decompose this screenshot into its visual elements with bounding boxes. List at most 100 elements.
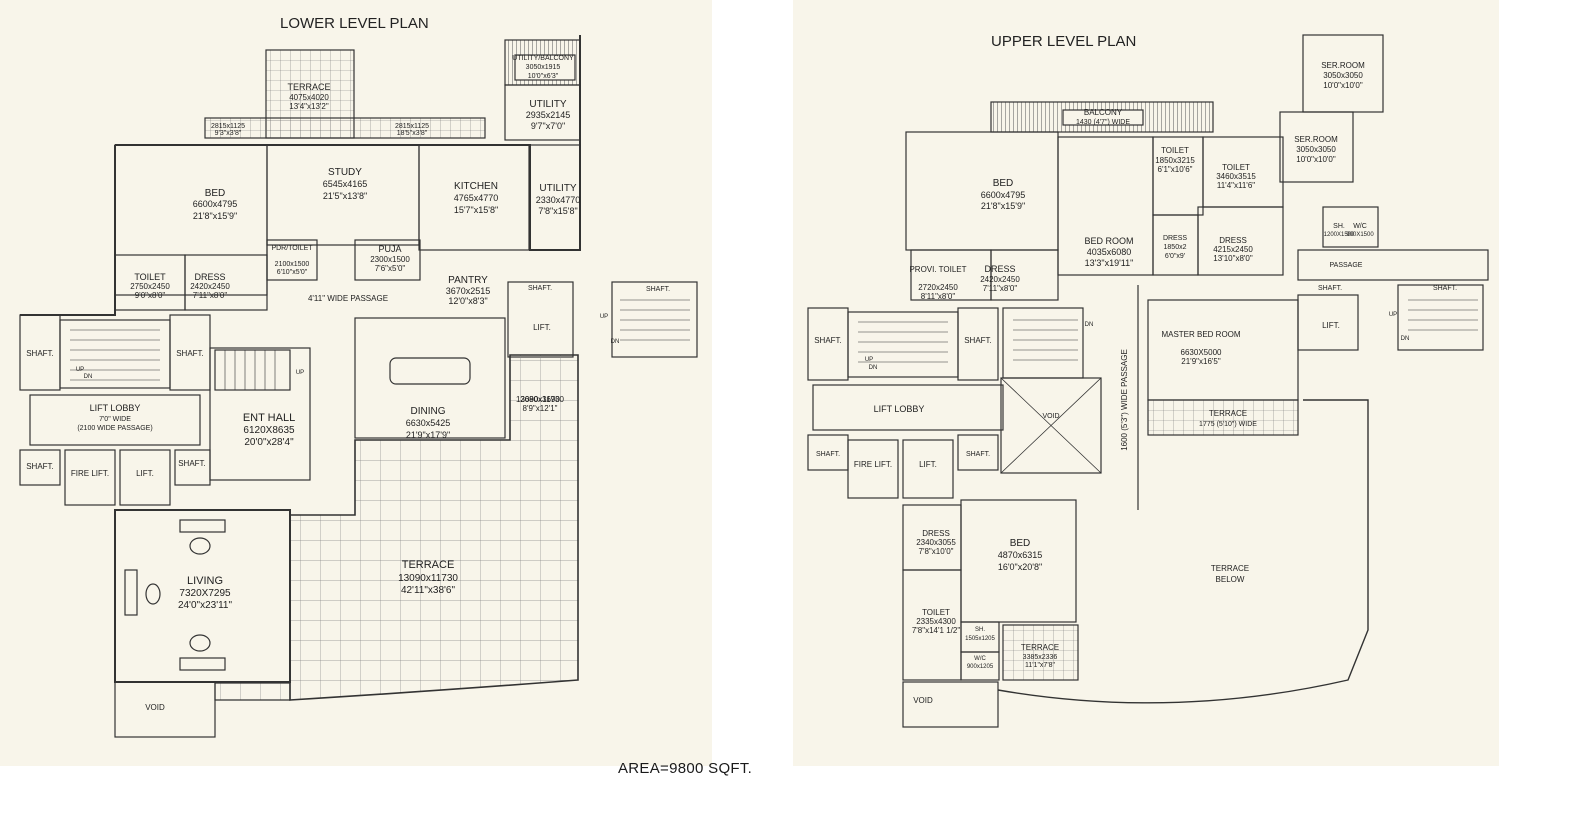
svg-text:UP: UP [76,367,84,373]
svg-text:VOID: VOID [1042,413,1059,420]
svg-text:13090x11730: 13090x11730 [516,395,564,404]
svg-text:2300x1500: 2300x1500 [370,255,410,264]
svg-text:900x1205: 900x1205 [967,664,994,670]
svg-text:TOILET: TOILET [1161,146,1189,155]
svg-text:UP: UP [296,370,304,376]
svg-text:SHAFT.: SHAFT. [816,451,840,458]
svg-text:PASSAGE: PASSAGE [1330,262,1363,269]
svg-text:SHAFT.: SHAFT. [26,349,54,358]
svg-text:LIFT.: LIFT. [919,460,937,469]
svg-text:SHAFT.: SHAFT. [26,462,54,471]
svg-text:2935x2145: 2935x2145 [526,110,571,120]
svg-text:6600x4795: 6600x4795 [981,190,1026,200]
svg-text:13090x11730: 13090x11730 [398,573,458,584]
svg-text:TOILET: TOILET [134,272,166,282]
svg-text:10'0"x10'0": 10'0"x10'0" [1296,155,1336,164]
svg-text:LIFT.: LIFT. [533,323,551,332]
svg-text:6'0"x9': 6'0"x9' [1165,253,1185,260]
svg-text:SHAFT.: SHAFT. [1318,285,1342,292]
svg-text:SHAFT.: SHAFT. [528,285,552,292]
svg-text:TOILET: TOILET [922,608,950,617]
svg-text:SHAFT.: SHAFT. [646,286,670,293]
svg-text:TERRACE: TERRACE [402,559,455,571]
svg-text:DRESS: DRESS [922,529,950,538]
svg-text:DRESS: DRESS [194,272,225,282]
svg-text:SHAFT.: SHAFT. [178,459,206,468]
svg-text:1850x2: 1850x2 [1164,244,1187,251]
svg-text:PUJA: PUJA [378,244,401,254]
svg-text:9'0"x8'0": 9'0"x8'0" [135,291,166,300]
upper-level-plan: UPPER LEVEL PLAN [807,33,1489,728]
svg-text:4215x2450: 4215x2450 [1213,245,1253,254]
svg-text:6630x5425: 6630x5425 [406,418,451,428]
svg-text:20'0"x28'4": 20'0"x28'4" [244,437,294,448]
svg-text:2720x2450: 2720x2450 [918,283,958,292]
svg-text:DRESS: DRESS [1219,236,1247,245]
svg-text:3050x3050: 3050x3050 [1323,71,1363,80]
svg-text:DN: DN [1085,322,1094,328]
svg-text:TERRACE: TERRACE [1211,564,1249,573]
svg-text:TERRACE: TERRACE [287,82,330,92]
svg-text:21'8"x15'9": 21'8"x15'9" [981,201,1025,211]
svg-text:BALCONY: BALCONY [1084,108,1123,117]
svg-text:TERRACE: TERRACE [1021,643,1059,652]
svg-text:21'8"x15'9": 21'8"x15'9" [193,211,237,221]
svg-text:13'10"x8'0": 13'10"x8'0" [1213,254,1253,263]
svg-text:DRESS: DRESS [1163,235,1187,242]
svg-text:DN: DN [869,365,878,371]
svg-text:LIVING: LIVING [187,575,223,587]
svg-text:8'9"x12'1": 8'9"x12'1" [523,404,558,413]
svg-text:6600x4795: 6600x4795 [193,199,238,209]
svg-text:2750x2450: 2750x2450 [130,282,170,291]
svg-text:2330x4770: 2330x4770 [536,195,581,205]
upper-plan-title: UPPER LEVEL PLAN [991,33,1136,50]
svg-text:9'3"x3'8": 9'3"x3'8" [215,130,242,137]
svg-text:UP: UP [865,357,873,363]
svg-text:DINING: DINING [411,406,446,417]
svg-text:6'10"x5'0": 6'10"x5'0" [277,269,308,276]
svg-text:11'4"x11'6": 11'4"x11'6" [1217,181,1255,190]
svg-text:SHAFT.: SHAFT. [1433,285,1457,292]
svg-text:2420x2450: 2420x2450 [190,282,230,291]
svg-text:LIFT.: LIFT. [136,469,154,478]
svg-text:LIFT LOBBY: LIFT LOBBY [90,403,141,413]
svg-text:UTILITY: UTILITY [539,183,577,194]
svg-text:SHAFT.: SHAFT. [966,451,990,458]
svg-text:4'11" WIDE PASSAGE: 4'11" WIDE PASSAGE [308,294,388,303]
svg-text:LIFT.: LIFT. [1322,321,1340,330]
svg-text:SER.ROOM: SER.ROOM [1294,135,1338,144]
svg-text:3050x1915: 3050x1915 [526,64,561,71]
svg-text:42'11"x38'6": 42'11"x38'6" [401,585,456,596]
svg-text:TOILET: TOILET [1222,163,1250,172]
svg-text:VOID: VOID [913,696,933,705]
svg-text:W/C: W/C [974,656,986,662]
svg-text:2680x3690: 2680x3690 [520,395,560,404]
svg-text:BELOW: BELOW [1216,575,1245,584]
svg-text:2100x1500: 2100x1500 [275,261,310,268]
svg-text:8'11"x8'0": 8'11"x8'0" [921,292,956,301]
svg-text:SER.ROOM: SER.ROOM [1321,61,1365,70]
svg-text:7'8"x15'8": 7'8"x15'8" [538,206,577,216]
svg-text:3385x2336: 3385x2336 [1023,654,1058,661]
svg-text:VOID: VOID [145,703,165,712]
svg-text:21'9"x17'9": 21'9"x17'9" [406,430,450,440]
svg-text:PROVI. TOILET: PROVI. TOILET [909,265,966,274]
lower-level-sheet: LOWER LEVEL PLAN [0,0,712,766]
svg-text:2335x4300: 2335x4300 [916,617,956,626]
svg-text:10'0"x6'3": 10'0"x6'3" [528,73,559,80]
svg-text:9'7"x7'0": 9'7"x7'0" [531,121,565,131]
svg-text:KITCHEN: KITCHEN [454,181,498,192]
svg-text:STUDY: STUDY [328,167,362,178]
svg-text:W/C: W/C [1353,223,1367,230]
svg-text:BED: BED [1010,538,1031,549]
svg-text:3460x3515: 3460x3515 [1216,172,1256,181]
svg-text:15'7"x15'8": 15'7"x15'8" [454,205,498,215]
svg-text:SH.: SH. [1333,223,1345,230]
svg-text:3670x2515: 3670x2515 [446,286,491,296]
svg-text:LIFT LOBBY: LIFT LOBBY [874,404,925,414]
svg-text:1505x1205: 1505x1205 [965,636,995,642]
svg-text:7'11"x8'0": 7'11"x8'0" [983,284,1018,293]
svg-text:DN: DN [1401,336,1410,342]
svg-text:1775 (5'10") WIDE: 1775 (5'10") WIDE [1199,421,1257,428]
svg-text:FIRE LIFT.: FIRE LIFT. [71,469,109,478]
